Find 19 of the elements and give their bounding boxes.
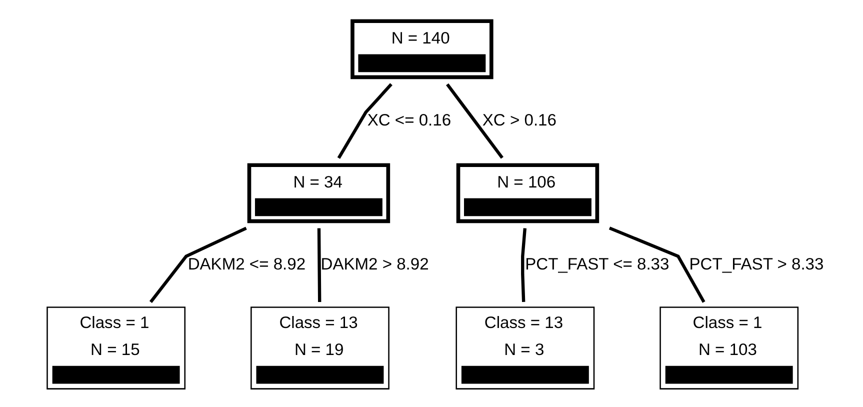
- edge-label: PCT_FAST <= 8.33: [525, 254, 670, 274]
- node-box: Class = 13 N = 3: [456, 306, 595, 389]
- edge-label: XC > 0.16: [482, 110, 556, 129]
- connector: [317, 228, 322, 302]
- connector: [337, 82, 392, 158]
- connector: [446, 82, 504, 158]
- connector: [608, 226, 706, 302]
- node-box: Class = 1 N = 15: [46, 306, 186, 389]
- connector: [521, 228, 527, 302]
- node-box: N = 106: [456, 162, 600, 223]
- node-box: N = 140: [350, 18, 494, 79]
- connector: [149, 226, 247, 302]
- edge-label: DAKM2 <= 8.92: [188, 254, 306, 274]
- node-box: Class = 1 N = 103: [660, 306, 799, 389]
- edge-label: DAKM2 > 8.92: [320, 254, 429, 274]
- edge-label: XC <= 0.16: [367, 110, 452, 129]
- edge-label: PCT_FAST > 8.33: [689, 254, 824, 274]
- node-box: N = 34: [247, 162, 390, 223]
- node-box: Class = 13 N = 19: [250, 306, 390, 389]
